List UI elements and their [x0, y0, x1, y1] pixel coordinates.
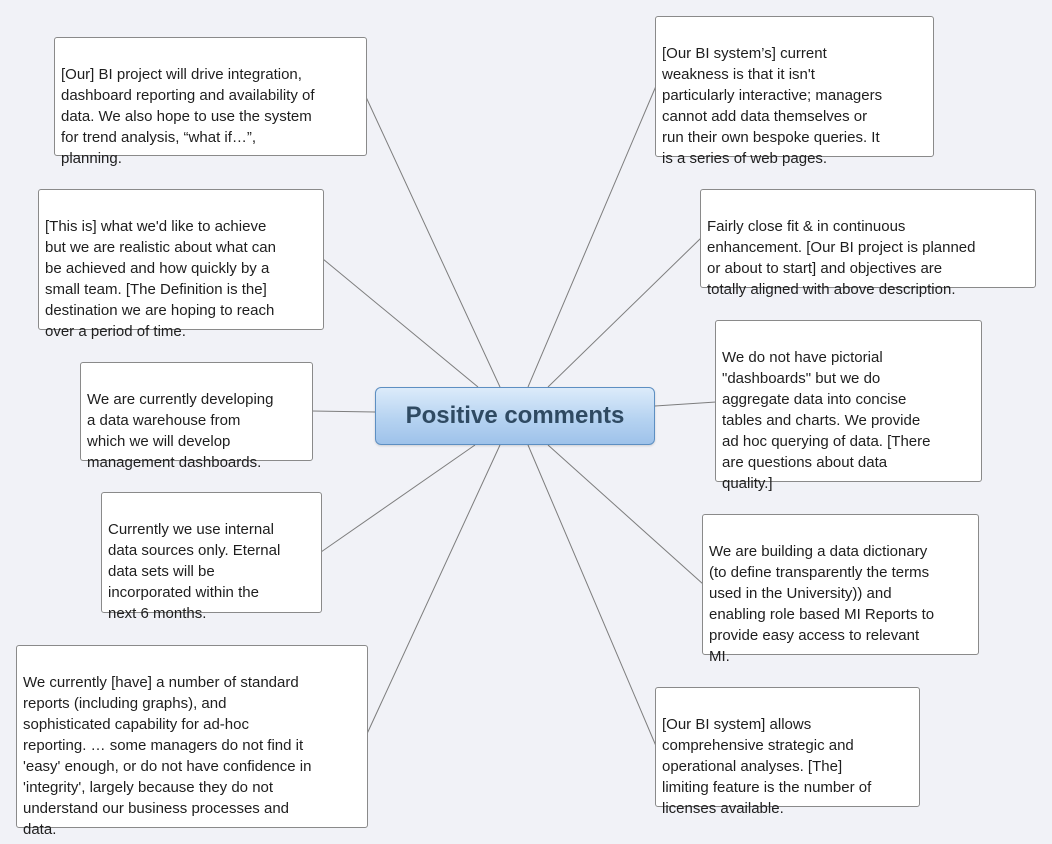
- topic-text: We are currently developing a data wareh…: [87, 391, 274, 471]
- topic-text: [Our] BI project will drive integration,…: [61, 66, 315, 167]
- topic-text: We currently [have] a number of standard…: [23, 674, 312, 838]
- central-topic-title: Positive comments: [405, 402, 625, 429]
- topic-no-dashboards[interactable]: We do not have pictorial "dashboards" bu…: [715, 320, 982, 492]
- topic-text: [This is] what we'd like to achieve but …: [45, 218, 276, 340]
- connector-line: [311, 410, 376, 413]
- topic-data-dictionary[interactable]: We are building a data dictionary (to de…: [702, 514, 979, 665]
- topic-internal-sources[interactable]: Currently we use internal data sources o…: [101, 492, 322, 622]
- connector-line: [527, 444, 657, 747]
- connector-line: [527, 85, 657, 388]
- topic-bi-weakness[interactable]: [Our BI system’s] current weakness is th…: [655, 16, 934, 167]
- topic-close-fit[interactable]: Fairly close fit & in continuous enhance…: [700, 189, 1036, 298]
- central-topic[interactable]: Positive comments: [375, 387, 655, 445]
- connector-line: [547, 237, 702, 388]
- topic-standard-reports[interactable]: We currently [have] a number of standard…: [16, 645, 368, 838]
- topic-licenses[interactable]: [Our BI system] allows comprehensive str…: [655, 687, 920, 817]
- topic-text: [Our BI system’s] current weakness is th…: [662, 45, 883, 167]
- topic-realistic-goals[interactable]: [This is] what we'd like to achieve but …: [38, 189, 324, 340]
- connector-line: [365, 444, 501, 737]
- topic-text: We are building a data dictionary (to de…: [709, 543, 935, 665]
- topic-bi-integration[interactable]: [Our] BI project will drive integration,…: [54, 37, 367, 167]
- connector-line: [322, 258, 479, 388]
- topic-text: [Our BI system] allows comprehensive str…: [662, 716, 872, 817]
- topic-text: Currently we use internal data sources o…: [108, 521, 281, 622]
- topic-text: Fairly close fit & in continuous enhance…: [707, 218, 976, 298]
- topic-text: We do not have pictorial "dashboards" bu…: [722, 349, 931, 492]
- connector-line: [320, 444, 476, 553]
- connector-line: [365, 96, 501, 388]
- connector-line: [654, 401, 717, 407]
- connector-line: [547, 444, 704, 585]
- topic-data-warehouse[interactable]: We are currently developing a data wareh…: [80, 362, 313, 471]
